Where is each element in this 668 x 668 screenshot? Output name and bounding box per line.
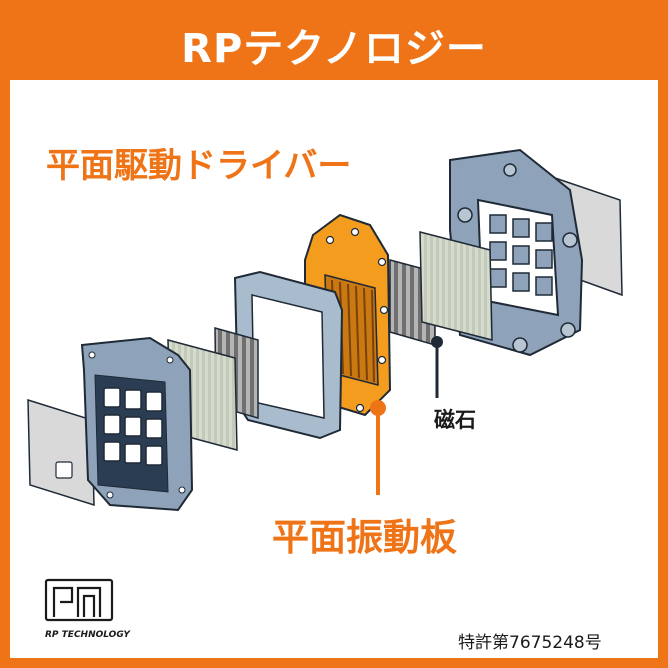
patent-label: 特許第7675248号 — [458, 633, 602, 653]
diaphragm-label: 平面振動板 — [272, 516, 457, 559]
header-bar: RPテクノロジー — [10, 10, 658, 80]
middle-gasket-frame — [233, 270, 344, 440]
rp-logo-icon — [44, 578, 114, 622]
diaphragm-callout — [370, 400, 386, 495]
driver-label: 平面駆動ドライバー — [46, 146, 352, 186]
logo-text: RP TECHNOLOGY — [45, 630, 130, 640]
left-front-plate — [80, 336, 194, 512]
magnet-callout — [431, 336, 443, 398]
left-cover-sheet — [27, 398, 95, 507]
header-title: RPテクノロジー — [181, 26, 487, 72]
magnet-label: 磁石 — [434, 408, 476, 432]
right-mesh-plate — [419, 231, 493, 341]
exploded-driver-diagram — [27, 148, 623, 622]
